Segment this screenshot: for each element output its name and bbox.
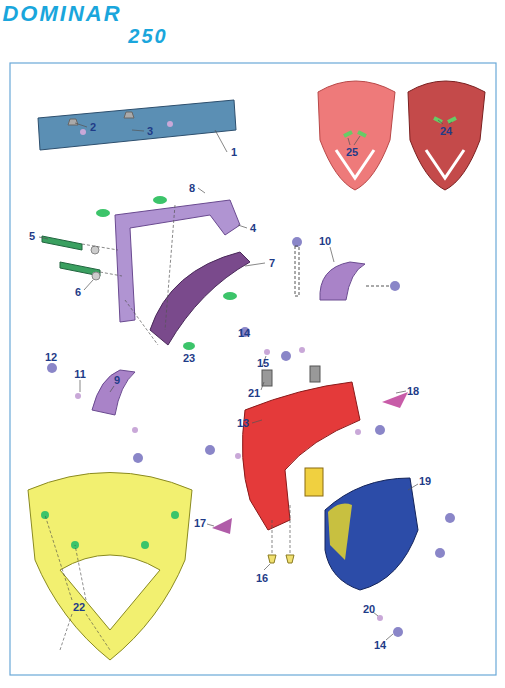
- callout-number: 10: [319, 235, 331, 247]
- callout-number: 22: [73, 601, 85, 613]
- callout-number: 25: [346, 146, 358, 158]
- callout-number: 11: [74, 368, 86, 380]
- callout-number: 5: [29, 230, 35, 242]
- callout-number: 6: [75, 286, 81, 298]
- callout-number: 24: [440, 125, 452, 137]
- callout-number: 19: [419, 475, 431, 487]
- callout-number: 21: [248, 387, 260, 399]
- brand-logo: DOMINAR: [2, 1, 121, 27]
- callout-number: 16: [256, 572, 268, 584]
- callout-number: 12: [45, 351, 57, 363]
- callout-number: 14: [238, 327, 250, 339]
- callout-number: 14: [374, 639, 386, 651]
- callout-number: 7: [269, 257, 275, 269]
- callout-number: 4: [250, 222, 256, 234]
- callout-number: 23: [183, 352, 195, 364]
- callout-number: 17: [194, 517, 206, 529]
- callout-number: 8: [189, 182, 195, 194]
- callout-number: 18: [407, 385, 419, 397]
- callout-number: 9: [114, 374, 120, 386]
- callout-number: 2: [90, 121, 96, 133]
- callout-number: 13: [237, 417, 249, 429]
- callout-number: 1: [231, 146, 237, 158]
- callout-number: 15: [257, 357, 269, 369]
- callout-number: 20: [363, 603, 375, 615]
- brand-logo: 250: [128, 25, 167, 48]
- callout-number: 3: [147, 125, 153, 137]
